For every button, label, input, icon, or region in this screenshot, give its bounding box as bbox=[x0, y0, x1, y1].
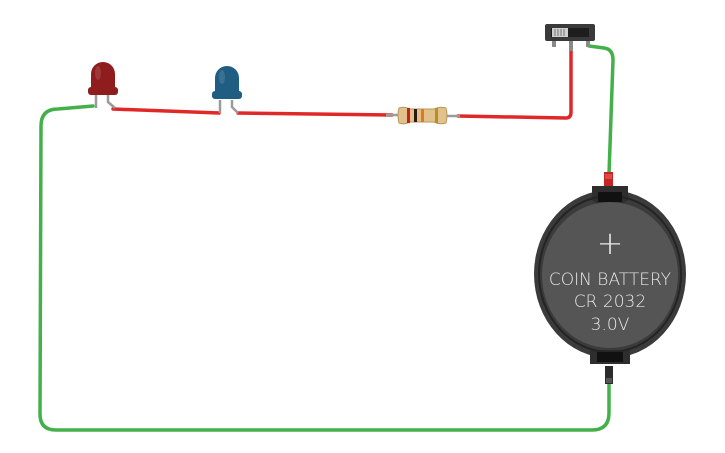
battery-positive-pin-tip bbox=[605, 174, 612, 179]
led-red-body bbox=[91, 62, 115, 92]
wires bbox=[38, 44, 615, 432]
led-blue-highlight bbox=[219, 70, 225, 84]
resistor-band-3 bbox=[421, 109, 424, 122]
battery-top-clip-inner bbox=[598, 192, 622, 202]
wire-blue-led-to-resistor[interactable] bbox=[236, 111, 394, 117]
wire-resistor-to-switch[interactable] bbox=[456, 48, 573, 120]
resistor-band-1 bbox=[407, 108, 410, 123]
battery-bottom-clip-inner bbox=[597, 352, 623, 362]
battery-negative-pin-tip bbox=[606, 378, 612, 383]
wire-red-led-to-blue-led[interactable] bbox=[111, 107, 221, 115]
led-red-lead-right bbox=[106, 95, 116, 109]
led-red[interactable] bbox=[88, 62, 118, 109]
switch-pin-mid bbox=[569, 39, 573, 51]
battery-positive-pin bbox=[604, 172, 613, 188]
switch-pin-left bbox=[552, 39, 556, 47]
slide-switch[interactable] bbox=[545, 24, 595, 51]
wire-switch-to-battery-positive[interactable] bbox=[587, 44, 615, 176]
switch-slot bbox=[551, 28, 589, 37]
resistor-band-4 bbox=[435, 108, 438, 123]
battery-cell bbox=[542, 202, 678, 348]
led-red-highlight bbox=[95, 66, 101, 80]
battery-label-line2: CR 2032 bbox=[574, 292, 646, 312]
battery-label-line1: COIN BATTERY bbox=[549, 270, 671, 290]
wire-battery-negative-to-red-led[interactable] bbox=[38, 104, 611, 432]
led-blue-rim bbox=[212, 91, 242, 99]
battery-plus-symbol: + bbox=[597, 224, 624, 262]
led-red-rim bbox=[88, 87, 118, 95]
battery-negative-pin bbox=[605, 366, 613, 384]
led-blue-lead-right bbox=[230, 100, 239, 114]
coin-battery[interactable]: + COIN BATTERY CR 2032 3.0V bbox=[534, 172, 686, 384]
resistor-band-2 bbox=[414, 109, 417, 122]
resistor[interactable] bbox=[386, 106, 460, 125]
switch-knob[interactable] bbox=[552, 28, 568, 37]
led-blue-body bbox=[215, 66, 239, 96]
led-blue[interactable] bbox=[212, 66, 242, 114]
battery-label-line3: 3.0V bbox=[591, 315, 630, 335]
switch-pin-right bbox=[586, 39, 590, 47]
